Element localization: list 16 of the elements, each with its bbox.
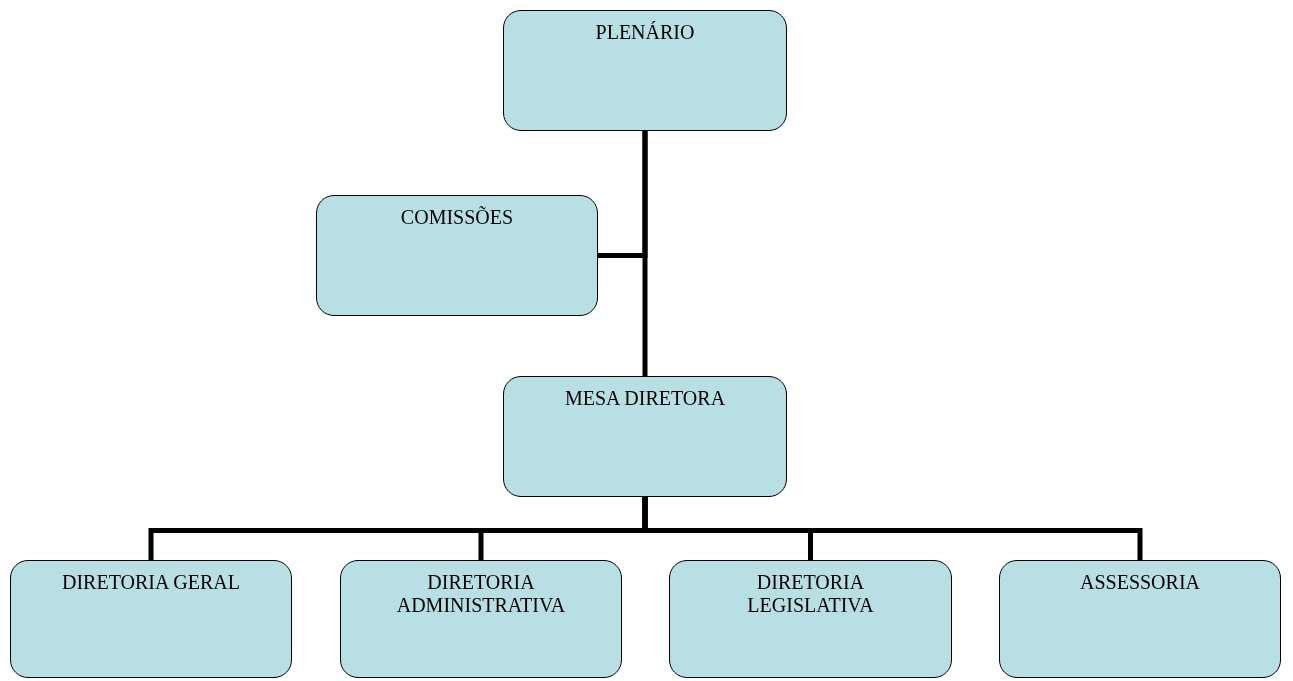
box-label: MESA DIRETORA: [564, 387, 726, 410]
org-box: [503, 10, 787, 131]
org-box: [503, 376, 787, 497]
org-box: [669, 560, 952, 678]
box-label: DIRETORIA ADMINISTRATIVA: [395, 571, 567, 617]
box-label: PLENÁRIO: [595, 21, 695, 44]
org-box: [340, 560, 622, 678]
connector-line: [642, 131, 648, 376]
box-label: DIRETORIA LEGISLATIVA: [746, 571, 875, 617]
org-box: [316, 195, 598, 316]
org-box: [999, 560, 1281, 678]
box-label: COMISSÕES: [400, 206, 514, 229]
box-label: ASSESSORIA: [1079, 571, 1200, 594]
connector-line: [642, 497, 1143, 560]
org-box: [10, 560, 292, 678]
box-label: DIRETORIA GERAL: [62, 571, 240, 594]
